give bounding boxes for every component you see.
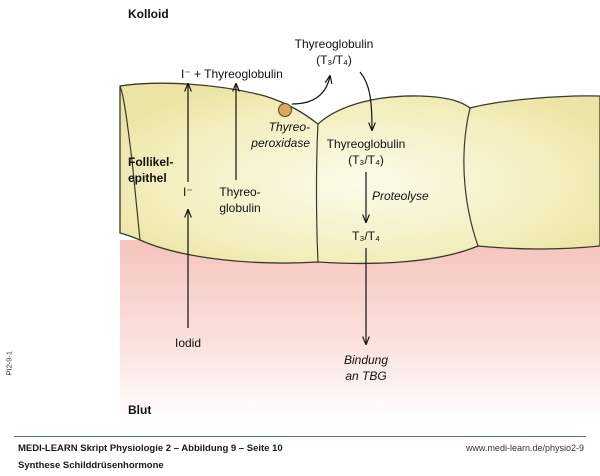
cell-border-middle (315, 123, 319, 263)
footer-subtitle: Synthese Schilddrüsenhormone (18, 460, 164, 471)
footer-url[interactable]: www.medi-learn.de/physio2-9 (465, 443, 584, 453)
cell-border-right (463, 107, 479, 247)
label-thyreoperoxidase-1: Thyreo- (269, 120, 310, 134)
label-iodid: Iodid (175, 336, 201, 350)
label-thyreoglobulin-cell-1: Thyreo- (219, 185, 260, 199)
label-bindung-1: Bindung (344, 353, 388, 367)
label-bindung-2: an TBG (345, 369, 386, 383)
figure-id: PI2-9-1 (4, 350, 14, 376)
label-iodide-ion: I⁻ (183, 185, 193, 199)
label-proteolyse: Proteolyse (372, 189, 429, 203)
label-thyreoperoxidase-2: peroxidase (250, 136, 310, 150)
label-thyreoglobulin-mid-1: Thyreoglobulin (327, 137, 406, 151)
epithelium-band (119, 82, 600, 265)
peroxidase-enzyme-dot (278, 103, 292, 117)
label-follikelepithel-2: epithel (128, 171, 167, 185)
label-iodine-plus-thyreoglobulin: I⁻ + Thyreoglobulin (181, 67, 283, 81)
footer-caption: MEDI-LEARN Skript Physiologie 2 – Abbild… (18, 443, 283, 454)
follicle-epithelium (119, 82, 600, 265)
footer-rule (14, 436, 586, 437)
label-follikelepithel-1: Follikel- (128, 155, 173, 169)
label-thyreoglobulin-top-1: Thyreoglobulin (295, 37, 374, 51)
arrow-iodination (291, 76, 330, 105)
label-thyreoglobulin-mid-2: (T₃/T₄) (348, 153, 384, 167)
blood-region (120, 240, 600, 420)
label-kolloid: Kolloid (128, 7, 169, 21)
cell-border-left (119, 85, 141, 241)
label-thyreoglobulin-top-2: (T₃/T₄) (316, 53, 352, 67)
label-t3-t4: T₃/T₄ (352, 229, 380, 243)
arrow-resorption (359, 71, 372, 130)
label-thyreoglobulin-cell-2: globulin (219, 201, 260, 215)
label-blut: Blut (128, 403, 151, 417)
